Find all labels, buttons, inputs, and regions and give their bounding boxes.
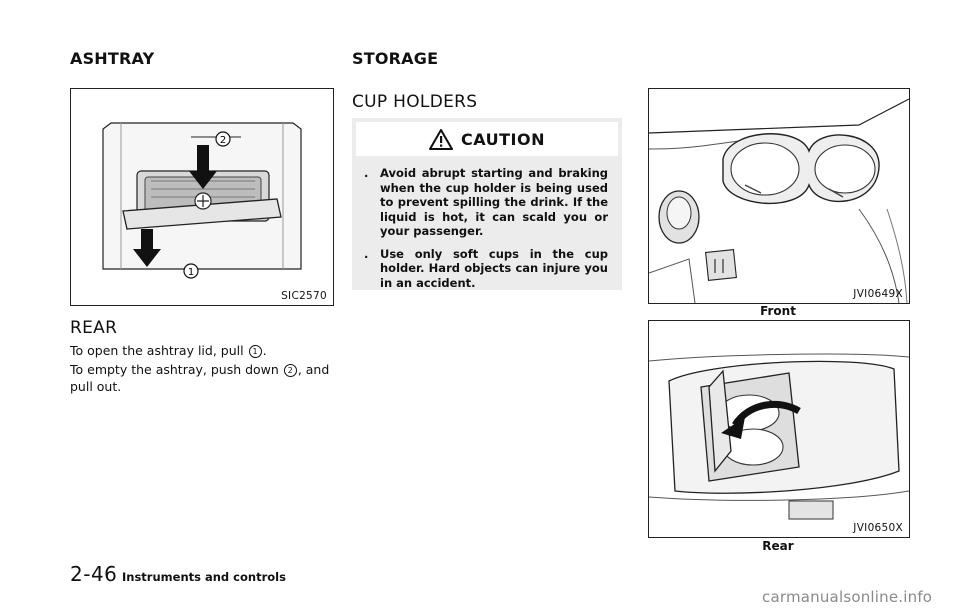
figure-code-sic2570: SIC2570 [281, 290, 327, 302]
paragraph-empty-ashtray: To empty the ashtray, push down 2, and p… [70, 362, 330, 394]
callout-2: 2 [215, 131, 231, 147]
cup-holder-front-figure: JVI0649X [648, 88, 910, 304]
caption-rear: Rear [762, 539, 794, 553]
subsection-title-cup-holders: CUP HOLDERS [352, 92, 478, 112]
cup-holder-rear-figure: JVI0650X [648, 320, 910, 538]
figure-code-jvi0649x: JVI0649X [853, 288, 903, 300]
figure-code-jvi0650x: JVI0650X [853, 522, 903, 534]
section-title-storage: STORAGE [352, 49, 439, 68]
caption-front: Front [760, 304, 796, 318]
cup-holder-rear-illustration [649, 353, 909, 520]
cup-holder-front-illustration [649, 98, 909, 303]
footer-section-name: Instruments and controls [122, 570, 286, 584]
caution-list: .Avoid abrupt starting and braking when … [352, 160, 622, 304]
subsection-title-rear: REAR [70, 318, 118, 338]
callout-1: 1 [183, 263, 199, 279]
marker-2: 2 [283, 364, 297, 377]
caution-item: .Avoid abrupt starting and braking when … [364, 166, 608, 238]
section-title-ashtray: ASHTRAY [70, 49, 155, 68]
page-number: 2-46 [70, 562, 118, 586]
warning-triangle-icon [429, 128, 453, 150]
caution-title: CAUTION [461, 129, 545, 149]
caution-box: CAUTION .Avoid abrupt starting and braki… [352, 118, 622, 290]
marker-1: 1 [248, 345, 262, 358]
paragraph-open-ashtray: To open the ashtray lid, pull 1. [70, 343, 267, 358]
svg-text:1: 1 [188, 267, 194, 278]
ashtray-figure: 2 1 SIC2570 [70, 88, 334, 306]
ashtray-illustration: 2 1 [102, 122, 302, 279]
watermark: carmanualsonline.info [762, 588, 933, 606]
caution-item: .Use only soft cups in the cup holder. H… [364, 246, 608, 290]
caution-header: CAUTION [356, 122, 618, 156]
svg-text:2: 2 [220, 135, 226, 146]
